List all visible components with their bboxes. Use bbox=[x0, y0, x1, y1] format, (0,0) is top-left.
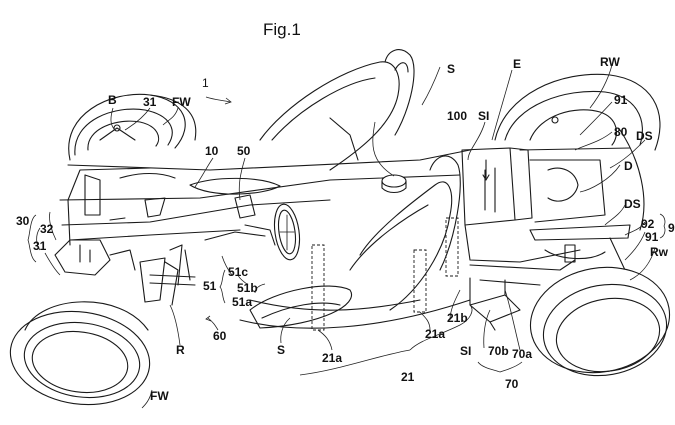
label-31-left: 31 bbox=[33, 239, 47, 253]
rear-suspension bbox=[529, 224, 631, 271]
label-SI-bottom: SI bbox=[460, 344, 471, 358]
label-S-bottom: S bbox=[277, 343, 285, 357]
label-9: 9 bbox=[668, 221, 675, 235]
seat-rear bbox=[259, 49, 415, 171]
label-91-top: 91 bbox=[614, 93, 628, 107]
label-RW-top: RW bbox=[600, 55, 620, 69]
rear-wheel-bottom bbox=[529, 266, 671, 377]
label-80: 80 bbox=[614, 125, 628, 139]
side-sill-structures bbox=[239, 217, 471, 331]
front-suspension bbox=[54, 239, 196, 306]
label-70a: 70a bbox=[512, 347, 532, 361]
seat-front bbox=[249, 155, 461, 329]
label-21: 21 bbox=[401, 370, 415, 384]
label-21b: 21b bbox=[447, 311, 468, 325]
label-FW-top: FW bbox=[172, 95, 191, 109]
label-Rw-bottom: Rw bbox=[650, 245, 669, 259]
label-R: R bbox=[176, 343, 185, 357]
label-32: 32 bbox=[40, 222, 54, 236]
figure-title: Fig.1 bbox=[263, 20, 301, 39]
front-wheel-top bbox=[68, 93, 197, 161]
label-31-front: 31 bbox=[143, 95, 157, 109]
label-E: E bbox=[513, 57, 521, 71]
engine-block bbox=[461, 147, 606, 286]
label-51c: 51c bbox=[228, 265, 248, 279]
label-70: 70 bbox=[505, 377, 519, 391]
label-FW-bottom: FW bbox=[150, 389, 169, 403]
rear-wheel-top bbox=[494, 73, 661, 231]
label-21a-left: 21a bbox=[322, 351, 342, 365]
fuel-cap bbox=[381, 174, 407, 194]
reference-labels: 1 B 31 FW 10 50 S 100 SI E RW 91 80 DS D… bbox=[16, 55, 675, 403]
label-91-right: 91 bbox=[645, 230, 659, 244]
label-B: B bbox=[108, 93, 117, 107]
label-51: 51 bbox=[203, 279, 217, 293]
label-30: 30 bbox=[16, 214, 30, 228]
label-100: 100 bbox=[447, 109, 467, 123]
label-70b: 70b bbox=[488, 344, 509, 358]
label-10: 10 bbox=[205, 144, 219, 158]
chassis-frame bbox=[59, 149, 471, 246]
front-wheel-bottom bbox=[9, 301, 151, 406]
label-51b: 51b bbox=[237, 281, 258, 295]
label-51a: 51a bbox=[232, 295, 252, 309]
label-21a-right: 21a bbox=[425, 327, 445, 341]
label-S-top: S bbox=[447, 62, 455, 76]
side-intake bbox=[469, 277, 521, 331]
label-DS-mid: DS bbox=[624, 197, 641, 211]
label-60: 60 bbox=[213, 329, 227, 343]
label-50: 50 bbox=[237, 144, 251, 158]
brace-brackets bbox=[27, 213, 666, 304]
label-92: 92 bbox=[641, 217, 655, 231]
label-DS-top: DS bbox=[636, 129, 653, 143]
label-D: D bbox=[624, 159, 633, 173]
label-SI-top: SI bbox=[478, 109, 489, 123]
leader-lines bbox=[36, 64, 656, 409]
label-1: 1 bbox=[202, 76, 209, 90]
steering-wheel bbox=[204, 194, 301, 261]
